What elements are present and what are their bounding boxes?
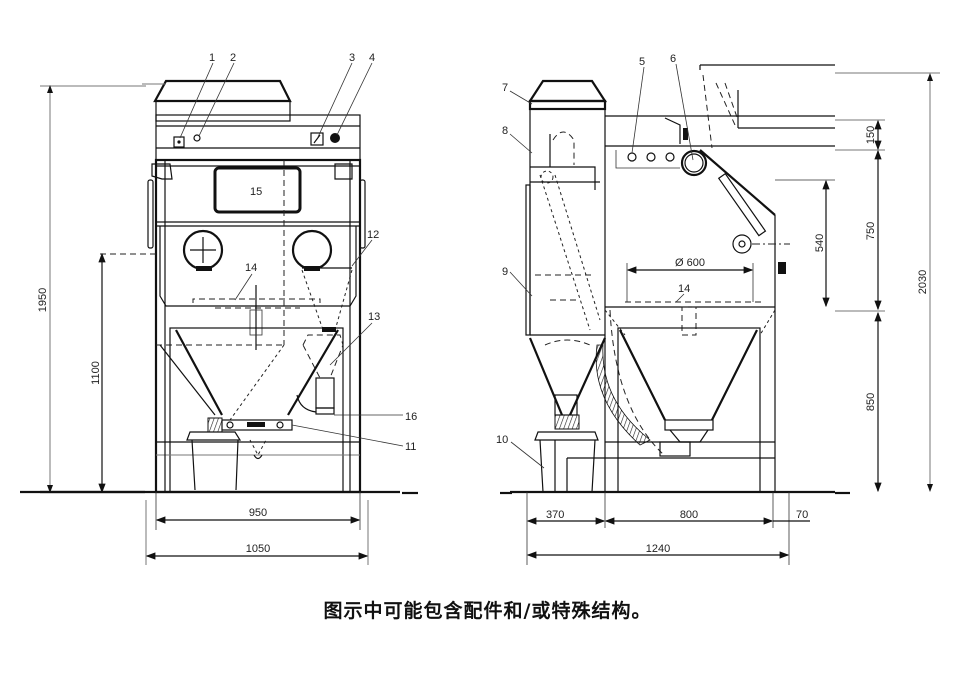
- dim-leg-span: 950: [249, 507, 267, 519]
- front-dimensions: 1950 1100 950 1050: [37, 85, 369, 565]
- dim-grate-diameter: Ø 600: [675, 257, 705, 269]
- callout-16: 16: [405, 411, 417, 423]
- power-switch-icon: [173, 136, 185, 148]
- side-dimensions: Ø 600 540 150 750 850 2030: [526, 72, 940, 565]
- door-handle-right: [359, 179, 366, 249]
- dim-lower-height: 850: [865, 393, 877, 411]
- callout-6: 6: [670, 53, 676, 65]
- callout-12: 12: [367, 229, 379, 241]
- hose: [595, 344, 651, 446]
- front-callouts: 1 2 3 4 12 14 13 16 11: [179, 52, 417, 453]
- dim-offset: 70: [796, 509, 808, 521]
- dim-upper-height: 750: [865, 222, 877, 240]
- front-hood: [153, 79, 292, 103]
- callout-10: 10: [496, 434, 508, 446]
- dim-work-height: 1100: [90, 361, 102, 385]
- indicator-light-icon: [193, 134, 201, 142]
- side-callouts: 7 8 5 6 9 10 14: [496, 53, 694, 469]
- front-view: 15: [20, 52, 418, 565]
- callout-14: 14: [245, 262, 257, 274]
- control-panel: [155, 114, 361, 161]
- dim-top-section: 150: [865, 126, 877, 144]
- callout-1: 1: [209, 52, 215, 64]
- dim-overall-depth: 1240: [646, 543, 670, 555]
- collector-drum: [534, 431, 599, 441]
- callout-2: 2: [230, 52, 236, 64]
- callout-9: 9: [502, 266, 508, 278]
- dim-cabinet-depth: 800: [680, 509, 698, 521]
- caption: 图示中可能包含配件和/或特殊结构。: [323, 600, 652, 622]
- emergency-stop-icon: [330, 133, 340, 143]
- dim-cyclone-depth: 370: [546, 509, 564, 521]
- callout-8: 8: [502, 125, 508, 137]
- callout-11: 11: [405, 441, 416, 453]
- callout-3: 3: [349, 52, 355, 64]
- callout-4: 4: [369, 52, 375, 64]
- dim-total-height: 1950: [37, 288, 49, 312]
- dim-overall-width: 1050: [246, 543, 270, 555]
- callout-5: 5: [639, 56, 645, 68]
- dim-window-height: 540: [814, 234, 826, 252]
- callout-13: 13: [368, 311, 380, 323]
- glove-port-right: [291, 229, 333, 271]
- light-port: [680, 149, 708, 177]
- callout-7: 7: [502, 82, 508, 94]
- side-view: 7 8 5 6 9 10 14 Ø 600 540: [496, 53, 940, 565]
- door-handle-left: [147, 179, 154, 249]
- gauge-icon: [310, 132, 324, 146]
- viewing-window: [213, 166, 302, 214]
- cyclone-hood: [527, 79, 608, 103]
- dim-total-height-side: 2030: [917, 270, 929, 294]
- callout-14-side: 14: [678, 283, 690, 295]
- callout-15: 15: [250, 186, 262, 198]
